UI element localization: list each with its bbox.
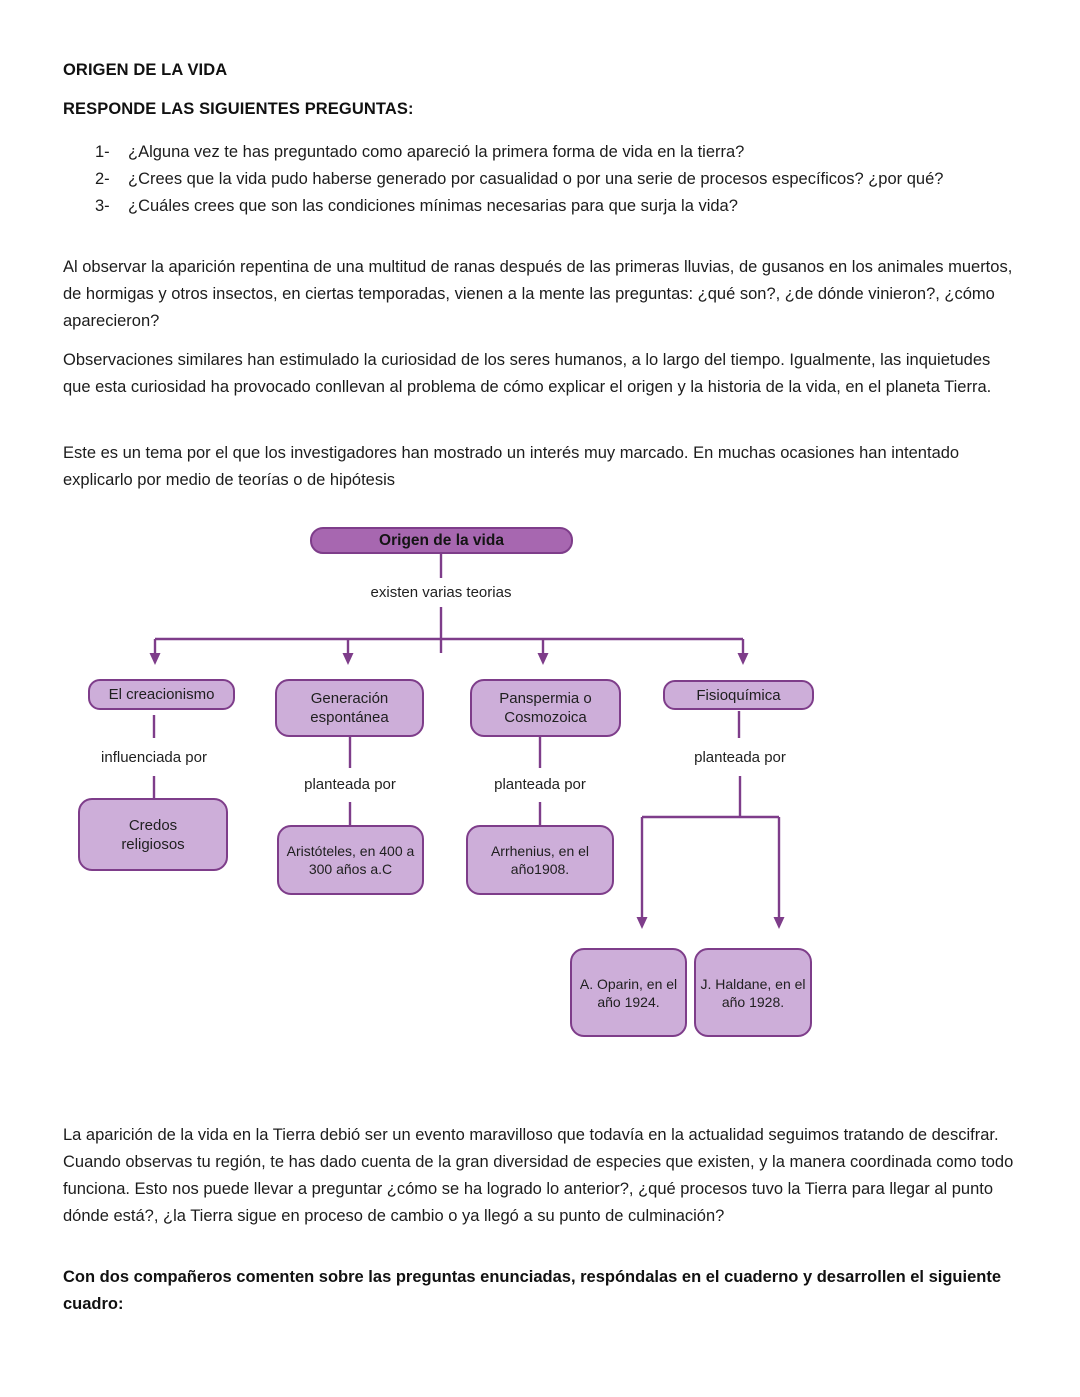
node-aristoteles: Aristóteles, en 400 a 300 años a.C	[277, 825, 424, 895]
question-item: 3- ¿Cuáles crees que son las condiciones…	[95, 193, 956, 220]
question-number: 3-	[95, 197, 110, 215]
edge-label-existen-varias-teorias: existen varias teorias	[370, 584, 512, 601]
node-oparin: A. Oparin, en el año 1924.	[570, 948, 687, 1037]
connector-lines	[149, 553, 785, 929]
node-credos-religiosos: Credos religiosos	[78, 798, 228, 871]
node-el-creacionismo: El creacionismo	[88, 679, 235, 710]
concept-map: Origen de la vida existen varias teorias…	[0, 515, 1080, 1075]
node-fisioquimica: Fisioquímica	[663, 680, 814, 710]
paragraph-4: La aparición de la vida en la Tierra deb…	[63, 1126, 1014, 1225]
question-text: ¿Alguna vez te has preguntado como apare…	[128, 143, 745, 161]
paragraph-1: Al observar la aparición repentina de un…	[63, 258, 1013, 330]
section-heading: RESPONDE LAS SIGUIENTES PREGUNTAS:	[63, 100, 414, 118]
node-origen-de-la-vida: Origen de la vida	[310, 527, 573, 554]
questions-list: 1- ¿Alguna vez te has preguntado como ap…	[95, 139, 956, 220]
question-number: 2-	[95, 170, 110, 188]
edge-label-planteada-por-1: planteada por	[304, 776, 396, 793]
question-text: ¿Cuáles crees que son las condiciones mí…	[128, 197, 738, 215]
node-arrhenius: Arrhenius, en el año1908.	[466, 825, 614, 895]
paragraph-3: Este es un tema por el que los investiga…	[63, 444, 960, 489]
paragraph-2: Observaciones similares han estimulado l…	[63, 351, 992, 396]
node-panspermia-cosmozoica: Panspermia o Cosmozoica	[470, 679, 621, 737]
node-haldane: J. Haldane, en el año 1928.	[694, 948, 812, 1037]
paragraph-5-bold: Con dos compañeros comenten sobre las pr…	[63, 1268, 1002, 1313]
node-generacion-espontanea: Generación espontánea	[275, 679, 424, 737]
edge-label-planteada-por-3: planteada por	[694, 749, 786, 766]
edge-label-planteada-por-2: planteada por	[494, 776, 586, 793]
question-item: 1- ¿Alguna vez te has preguntado como ap…	[95, 139, 956, 166]
question-number: 1-	[95, 143, 110, 161]
edge-label-influenciada-por: influenciada por	[101, 749, 207, 766]
question-item: 2- ¿Crees que la vida pudo haberse gener…	[95, 166, 956, 193]
page-title: ORIGEN DE LA VIDA	[63, 61, 228, 79]
question-text: ¿Crees que la vida pudo haberse generado…	[128, 170, 944, 188]
